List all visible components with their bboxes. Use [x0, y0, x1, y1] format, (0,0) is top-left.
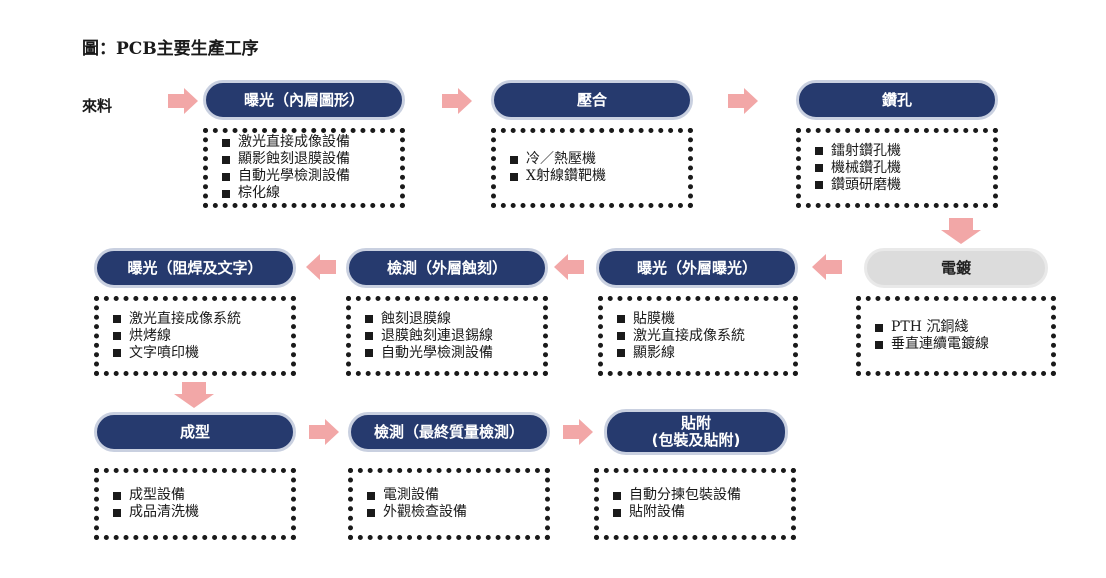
- list-item: 自動分揀包裝設備: [613, 487, 791, 504]
- arrow-outer-exposure-to-etch: [554, 254, 584, 280]
- list-item: 成型設備: [113, 487, 291, 504]
- arrow-etch-to-soldermask: [306, 254, 336, 280]
- step-plating: 電鍍: [864, 248, 1048, 288]
- list-item: PTH 沉銅綫: [875, 319, 1051, 336]
- equipment-box-inner-exposure: 激光直接成像設備 顯影蝕刻退膜設備 自動光學檢測設備 棕化線: [203, 128, 405, 208]
- list-item: X射線鑽靶機: [510, 168, 688, 185]
- arrow-source-to-exposure: [168, 88, 198, 114]
- list-item: 顯影線: [617, 345, 793, 362]
- figure-title: 圖：PCB主要生產工序: [82, 39, 259, 59]
- list-item: 自動光學檢測設備: [222, 168, 400, 185]
- step-attach-subtitle: (包裝及貼附): [651, 431, 741, 449]
- list-item: 顯影蝕刻退膜設備: [222, 151, 400, 168]
- list-item: 成品清洗機: [113, 504, 291, 521]
- list-item: 激光直接成像設備: [222, 134, 400, 151]
- list-item: 機械鑽孔機: [815, 160, 993, 177]
- arrow-soldermask-to-forming: [174, 382, 214, 408]
- arrow-forming-to-final-test: [309, 419, 339, 445]
- list-item: 貼附設備: [613, 504, 791, 521]
- arrow-exposure-to-lamination: [442, 88, 472, 114]
- arrow-plating-to-outer-exposure: [812, 254, 842, 280]
- list-item: 烘烤線: [113, 328, 291, 345]
- list-item: 鐳射鑽孔機: [815, 143, 993, 160]
- equipment-box-plating: PTH 沉銅綫 垂直連續電鍍線: [856, 296, 1056, 376]
- list-item: 外觀檢查設備: [367, 504, 545, 521]
- equipment-box-final-test: 電測設備 外觀檢查設備: [348, 468, 550, 540]
- step-soldermask-legend-exposure: 曝光（阻焊及文字）: [94, 248, 296, 288]
- step-outer-exposure: 曝光（外層曝光）: [596, 248, 798, 288]
- list-item: 鑽頭研磨機: [815, 177, 993, 194]
- list-item: 文字噴印機: [113, 345, 291, 362]
- arrow-lamination-to-drilling: [728, 88, 758, 114]
- arrow-final-test-to-attach: [563, 419, 593, 445]
- equipment-box-forming: 成型設備 成品清洗機: [94, 468, 296, 540]
- list-item: 棕化線: [222, 185, 400, 202]
- list-item: 貼膜機: [617, 311, 793, 328]
- step-attach-packaging: 貼附 (包裝及貼附): [604, 409, 788, 455]
- equipment-box-drilling: 鐳射鑽孔機 機械鑽孔機 鑽頭研磨機: [796, 128, 998, 208]
- list-item: 冷／熱壓機: [510, 151, 688, 168]
- step-drilling: 鑽孔: [796, 80, 998, 120]
- list-item: 激光直接成像系統: [617, 328, 793, 345]
- list-item: 退膜蝕刻連退錫線: [365, 328, 543, 345]
- list-item: 電測設備: [367, 487, 545, 504]
- step-lamination: 壓合: [491, 80, 693, 120]
- list-item: 自動光學檢測設備: [365, 345, 543, 362]
- step-outer-etch-inspection: 檢測（外層蝕刻）: [346, 248, 548, 288]
- equipment-box-outer-etch: 蝕刻退膜線 退膜蝕刻連退錫線 自動光學檢測設備: [346, 296, 548, 376]
- list-item: 激光直接成像系統: [113, 311, 291, 328]
- list-item: 蝕刻退膜線: [365, 311, 543, 328]
- equipment-box-soldermask: 激光直接成像系統 烘烤線 文字噴印機: [94, 296, 296, 376]
- equipment-box-outer-exposure: 貼膜機 激光直接成像系統 顯影線: [598, 296, 798, 376]
- source-label: 來料: [82, 97, 113, 115]
- step-attach-title: 貼附: [680, 414, 711, 432]
- arrow-drilling-to-plating: [941, 218, 981, 244]
- list-item: 垂直連續電鍍線: [875, 336, 1051, 353]
- step-forming: 成型: [94, 412, 296, 452]
- equipment-box-lamination: 冷／熱壓機 X射線鑽靶機: [491, 128, 693, 208]
- equipment-box-attach: 自動分揀包裝設備 貼附設備: [594, 468, 796, 540]
- step-inner-exposure: 曝光（內層圖形）: [203, 80, 405, 120]
- step-final-quality-inspection: 檢測（最終質量檢測）: [348, 412, 550, 452]
